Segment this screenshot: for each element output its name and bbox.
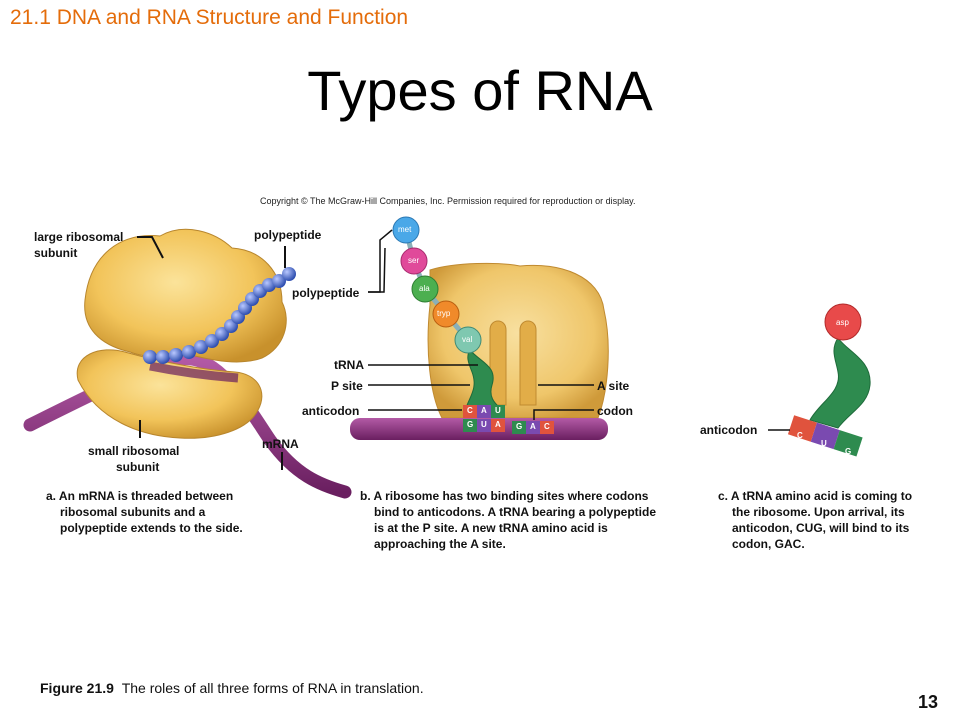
caption-line: c. A tRNA amino acid is coming to [718, 489, 913, 503]
amino-acid-label: met [398, 225, 412, 234]
caption-line: bind to anticodons. A tRNA bearing a pol… [374, 505, 656, 519]
amino-acid-label: ser [408, 256, 420, 265]
amino-acid-ser [400, 247, 428, 275]
base-letter: A [481, 406, 487, 415]
slide-title: Types of RNA [307, 59, 653, 122]
caption-line: approaching the A site. [374, 537, 506, 551]
small-ribosomal-subunit [76, 349, 263, 439]
label-large-subunit-2: subunit [34, 246, 78, 260]
caption-line: is at the P site. A new tRNA amino acid … [374, 521, 608, 535]
panel-c-illustration [768, 303, 871, 457]
label-trna: tRNA [334, 358, 364, 372]
amino-acid-tryp [432, 300, 460, 328]
trna-incoming [809, 337, 871, 429]
base-letter: C [797, 431, 803, 440]
amino-acid-label: tryp [437, 309, 451, 318]
label-small-subunit-2: subunit [116, 460, 160, 474]
base-letter: A [495, 420, 501, 429]
amino-acid-label: asp [836, 318, 849, 327]
figure-caption: Figure 21.9 The roles of all three forms… [40, 680, 424, 696]
ribosome-b [427, 262, 609, 419]
label-p-site: P site [331, 379, 363, 393]
caption-line: polypeptide extends to the side. [60, 521, 243, 535]
amino-acid-met [392, 216, 420, 244]
label-small-subunit-1: small ribosomal [88, 444, 180, 458]
label-anticodon-c: anticodon [700, 423, 758, 437]
caption-panel-c: c. A tRNA amino acid is coming to the ri… [718, 488, 948, 552]
copyright-notice: Copyright © The McGraw-Hill Companies, I… [260, 196, 636, 206]
caption-line: anticodon, CUG, will bind to its [732, 521, 910, 535]
caption-panel-b: b. A ribosome has two binding sites wher… [360, 488, 700, 552]
amino-acid-ala [411, 275, 439, 303]
section-title: 21.1 DNA and RNA Structure and Function [10, 6, 409, 29]
label-mrna: mRNA [262, 437, 299, 451]
panel-b-illustration [350, 216, 609, 440]
label-polypeptide-a: polypeptide [254, 228, 322, 242]
panel-a-illustration [23, 228, 352, 499]
amino-acid-label: val [462, 335, 473, 344]
label-large-subunit-1: large ribosomal [34, 230, 124, 244]
base-letter: G [516, 422, 523, 431]
amino-acid-label: ala [419, 284, 430, 293]
amino-acid-asp [824, 303, 862, 341]
caption-line: b. A ribosome has two binding sites wher… [360, 489, 649, 503]
page-number: 13 [918, 692, 939, 712]
base-letter: C [467, 406, 473, 415]
caption-line: the ribosome. Upon arrival, its [732, 505, 905, 519]
base-letter: G [467, 420, 474, 429]
amino-acid-val [454, 326, 482, 354]
figure-text: The roles of all three forms of RNA in t… [121, 680, 424, 696]
label-anticodon-b: anticodon [302, 404, 360, 418]
base-letter: G [845, 447, 852, 456]
base-letter: A [530, 422, 536, 431]
label-a-site: A site [597, 379, 630, 393]
base-letter: U [495, 406, 501, 415]
caption-line: codon, GAC. [732, 537, 805, 551]
figure-number: Figure 21.9 [40, 680, 114, 696]
label-codon: codon [597, 404, 633, 418]
base-letter: U [821, 439, 827, 448]
polypeptide-beads-a [143, 267, 296, 364]
caption-line: ribosomal subunits and a [60, 505, 206, 519]
caption-line: a. An mRNA is threaded between [46, 489, 234, 503]
label-polypeptide-b: polypeptide [292, 286, 360, 300]
base-letter: U [481, 420, 487, 429]
base-letter: C [544, 422, 550, 431]
caption-panel-a: a. An mRNA is threaded between ribosomal… [46, 488, 306, 536]
